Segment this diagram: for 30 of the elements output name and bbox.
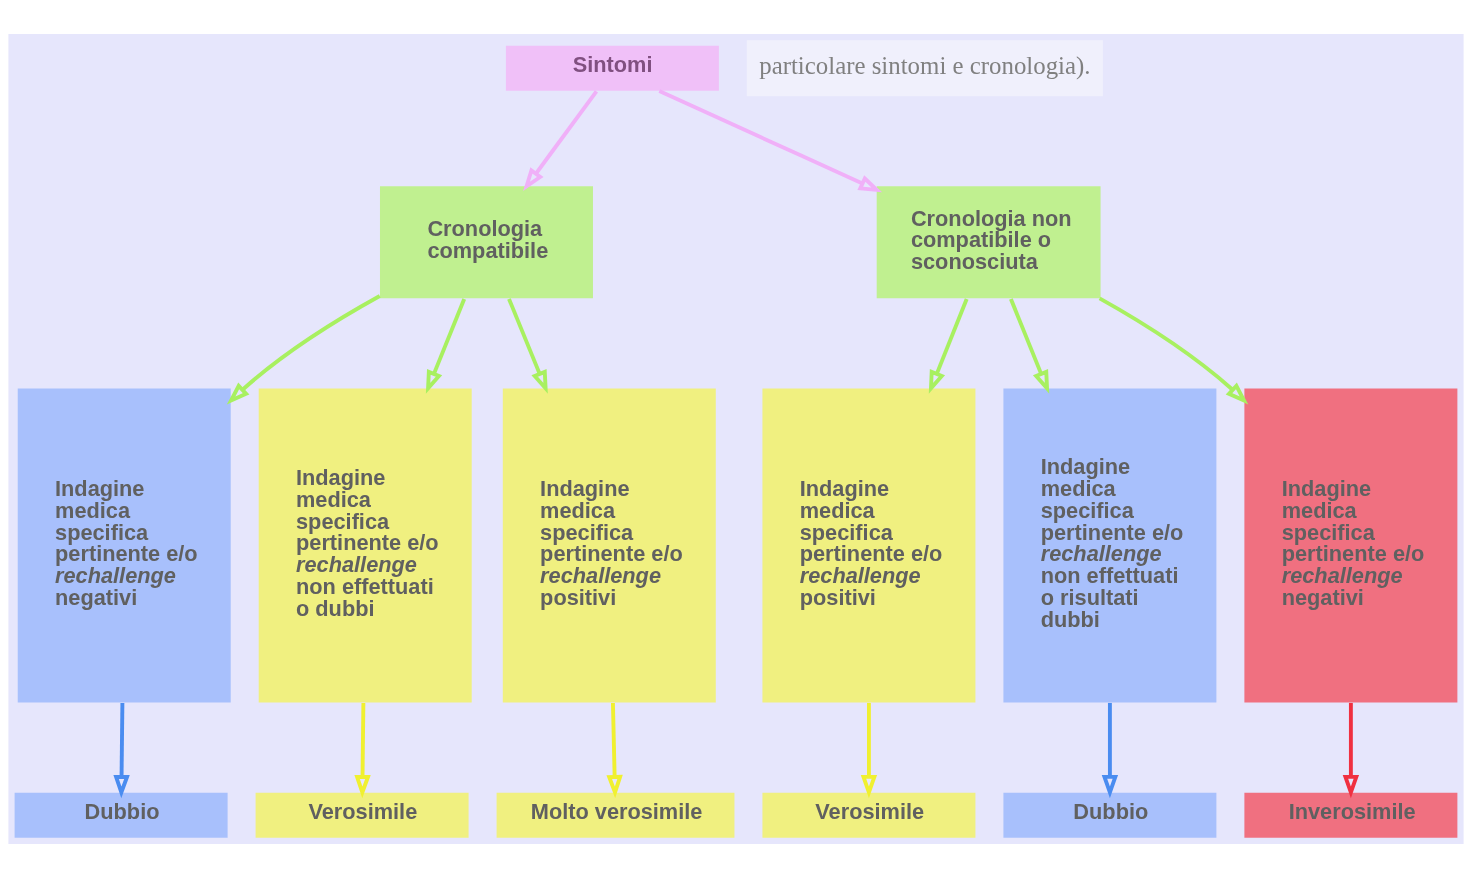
arrow	[1098, 296, 1249, 405]
node-box: Verosimile	[255, 792, 469, 838]
node-box: Cronologia non compatibile o sconosciuta	[876, 186, 1101, 299]
node-box: Sintomi	[505, 45, 719, 91]
arrow	[1342, 702, 1360, 799]
arrow	[113, 702, 130, 799]
node-box: Indagine medica specifica pertinente e/o rechallenge non effettuati o risultati dubbi	[1003, 388, 1217, 703]
arrow	[606, 702, 623, 799]
arrow	[226, 294, 381, 405]
node-box: Dubbio	[14, 792, 228, 838]
node-box: Indagine medica specifica pertinente e/o rechallenge positivi	[762, 388, 976, 703]
arrow	[1101, 702, 1119, 799]
arrow	[860, 702, 878, 799]
node-box: Inverosimile	[1244, 792, 1458, 838]
arrow	[658, 89, 883, 193]
node-box: Indagine medica specifica pertinente e/o rechallenge negativi	[17, 388, 231, 703]
node-box: Indagine medica specifica pertinente e/o rechallenge negativi	[1244, 388, 1458, 703]
arrow	[523, 90, 598, 192]
arrow	[507, 298, 548, 394]
arrow	[354, 702, 371, 799]
node-box: Verosimile	[762, 792, 976, 838]
label: particolare sintomi e cronologia).	[759, 52, 1091, 80]
node-box: Cronologia compatibile	[379, 186, 593, 299]
arrow	[425, 298, 467, 394]
node-box: Dubbio	[1003, 792, 1217, 838]
arrow	[928, 298, 969, 394]
node-box: Indagine medica specifica pertinente e/o rechallenge positivi	[502, 388, 716, 703]
arrow	[1009, 298, 1050, 394]
node-box: Indagine medica specifica pertinente e/o rechallenge non effettuati o dubbi	[258, 388, 472, 703]
node-box: Molto verosimile	[496, 792, 735, 838]
